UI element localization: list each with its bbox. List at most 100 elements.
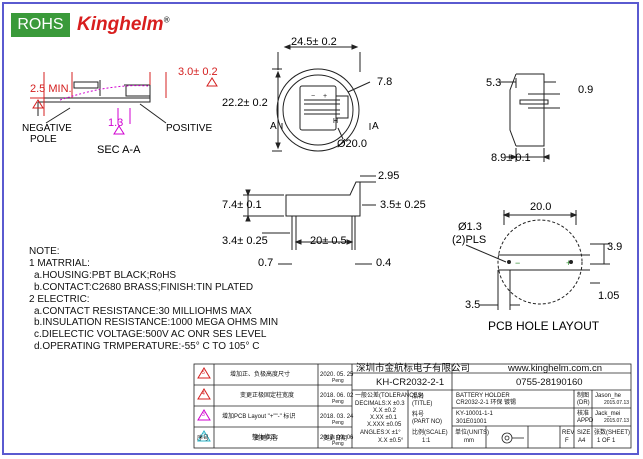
dim-hole-count: (2)PLS — [452, 234, 487, 246]
side-view — [500, 73, 560, 162]
dim-2-5-min: 2.5 MIN. — [30, 83, 72, 95]
size-label: SIZE — [577, 430, 591, 436]
label-positive: POSITIVE — [166, 123, 213, 134]
dim-2-95: 2.95 — [378, 170, 400, 182]
rev-row-date: 2018. 03. 24 — [320, 414, 354, 420]
note-housing: a.HOUSING:PBT BLACK;RoHS — [34, 269, 177, 281]
tolerance-3: X.XX ±0.1 — [370, 415, 397, 421]
drawing-frame — [2, 2, 639, 455]
tolerance-angles: ANGLES:X ±1° — [360, 430, 401, 436]
rev-mark-5: 5 — [202, 370, 205, 376]
dim-3-9: 3.9 — [607, 241, 623, 253]
rev-row-date: 2020. 05. 25 — [320, 372, 354, 378]
note-contact-resistance: a.CONTACT RESISTANCE:30 MILLIOHMS MAX — [34, 305, 252, 317]
rev-mark-2: 2 — [202, 433, 205, 439]
pcb-plus-mark: + — [566, 258, 571, 268]
rev-row-date: 2017. 09. 06 — [320, 435, 354, 441]
tolerance-angles-2: X.X ±0.5° — [378, 438, 404, 444]
title-label: 品名 — [412, 394, 425, 400]
unit-label: 单位(UNITS) — [455, 430, 489, 436]
dim-24-5: 24.5± 0.2 — [291, 36, 337, 48]
scale-value: 1:1 — [422, 438, 431, 444]
top-view-plus-mark: + — [323, 93, 327, 100]
drawn-label-en: (DR) — [577, 400, 590, 406]
notes-block: NOTE: 1 MATRRIAL: a.HOUSING:PBT BLACK;Ro… — [29, 246, 278, 353]
rev-row-by: Peng — [332, 420, 344, 426]
rev-header-desc: 变更内容 — [254, 436, 279, 442]
part-value-2: 301E01001 — [456, 419, 487, 425]
drawn-label: 制图 — [577, 393, 590, 399]
rev-row-date: 2018. 06. 02 — [320, 393, 354, 399]
dim-22-2: 22.2± 0.2 — [222, 97, 268, 109]
rohs-badge: ROHS — [11, 13, 70, 37]
top-view — [272, 44, 371, 152]
rev-row-desc: 整体修正 — [252, 435, 277, 441]
title-value-2: CR2032-2-1 环保 镀锡 — [456, 400, 517, 406]
rev-header-date: 变更日期 — [323, 436, 348, 442]
sheet-value: 1 OF 1 — [597, 438, 616, 444]
part-value: KY-10001-1-1 — [456, 411, 493, 417]
rev-label: REV — [562, 430, 575, 436]
dim-0-9: 0.9 — [578, 84, 594, 96]
dim-pitch-20: 20± 0.5 — [310, 235, 347, 247]
title-block-lines — [193, 363, 632, 449]
dim-0-7: 0.7 — [258, 257, 274, 269]
section-marker-a-right: A — [372, 121, 379, 132]
note-material: 1 MATRRIAL: — [29, 257, 90, 269]
note-temperature: d.OPERATING TRMPERATURE:-55° C TO 105° C — [34, 341, 260, 353]
scale-label: 比例(SCALE) — [412, 430, 448, 436]
dim-0-4: 0.4 — [376, 257, 392, 269]
dim-3-0: 3.0± 0.2 — [178, 66, 218, 78]
company-name: 深圳市金航标电子有限公司 — [356, 363, 471, 374]
note-insulation: b.INSULATION RESISTANCE:1000 MEGA OHMS M… — [34, 317, 279, 329]
part-label-en: (PART NO) — [412, 419, 443, 425]
dim-7-4: 7.4± 0.1 — [222, 199, 262, 211]
dim-8-9: 8.9± 0.1 — [491, 152, 531, 164]
tolerance-1: DECIMALS:X ±0.3 — [355, 401, 405, 407]
rev-mark-3: 3 — [202, 412, 205, 418]
dim-pcb-20: 20.0 — [530, 201, 552, 213]
pcb-hole-left — [507, 260, 511, 264]
tolerance-title: 一般公差(TOLERANCES) — [355, 393, 424, 399]
rev-row-by: Peng — [332, 399, 344, 405]
dim-3-4: 3.4± 0.25 — [222, 235, 268, 247]
approved-date: 2015.07.13 — [604, 418, 630, 424]
brand-logo: Kinghelm® — [77, 14, 170, 35]
pcb-layout — [465, 210, 610, 310]
tolerance-2: X.X ±0.2 — [373, 408, 396, 414]
company-website: www.kinghelm.com.cn — [508, 363, 602, 374]
dim-1-3: 1.3 — [108, 117, 124, 129]
dim-5-3: 5.3 — [486, 77, 502, 89]
rev-row-desc: 增加正、负极高度尺寸 — [230, 372, 291, 378]
unit-value: mm — [464, 438, 474, 444]
note-dielectric: c.DIELECTIC VOLTAGE:500V AC ONR SES LEVE… — [34, 329, 267, 341]
part-number-main: KH-CR2032-2-1 — [376, 377, 445, 388]
dim-1-05: 1.05 — [598, 290, 620, 302]
part-label: 料号 — [412, 412, 425, 418]
section-marker-a-left: A — [270, 121, 277, 132]
top-view-minus-mark: − — [311, 93, 315, 100]
size-value: A4 — [578, 438, 586, 444]
notes-heading: NOTE: — [29, 246, 60, 257]
rev-header-no: 序号 — [197, 436, 210, 442]
marker-h: H — [333, 118, 339, 125]
rev-mark-4: 4 — [202, 391, 205, 397]
company-phone: 0755-28190160 — [516, 377, 583, 388]
dim-7-8: 7.8 — [377, 76, 393, 88]
revision-marks — [32, 77, 218, 442]
pcb-layout-title: PCB HOLE LAYOUT — [488, 319, 600, 333]
rev-value: F — [565, 438, 569, 444]
dim-pcb-3-5: 3.5 — [465, 299, 481, 311]
label-pole: POLE — [30, 134, 57, 145]
label-negative: NEGATIVE — [22, 123, 72, 134]
approved-name: Jack_mei — [595, 411, 621, 417]
rev-row-desc: 变更正极固定柱宽度 — [240, 393, 295, 399]
approved-label: 核准 — [577, 411, 590, 417]
dim-hole-diameter: Ø1.3 — [458, 221, 482, 233]
rev-row-by: Peng — [332, 378, 344, 384]
front-view — [243, 175, 376, 265]
note-electric: 2 ELECTRIC: — [29, 293, 90, 305]
title-label-en: (TITLE) — [412, 401, 433, 407]
title-value: BATTERY HOLDER — [456, 393, 510, 399]
